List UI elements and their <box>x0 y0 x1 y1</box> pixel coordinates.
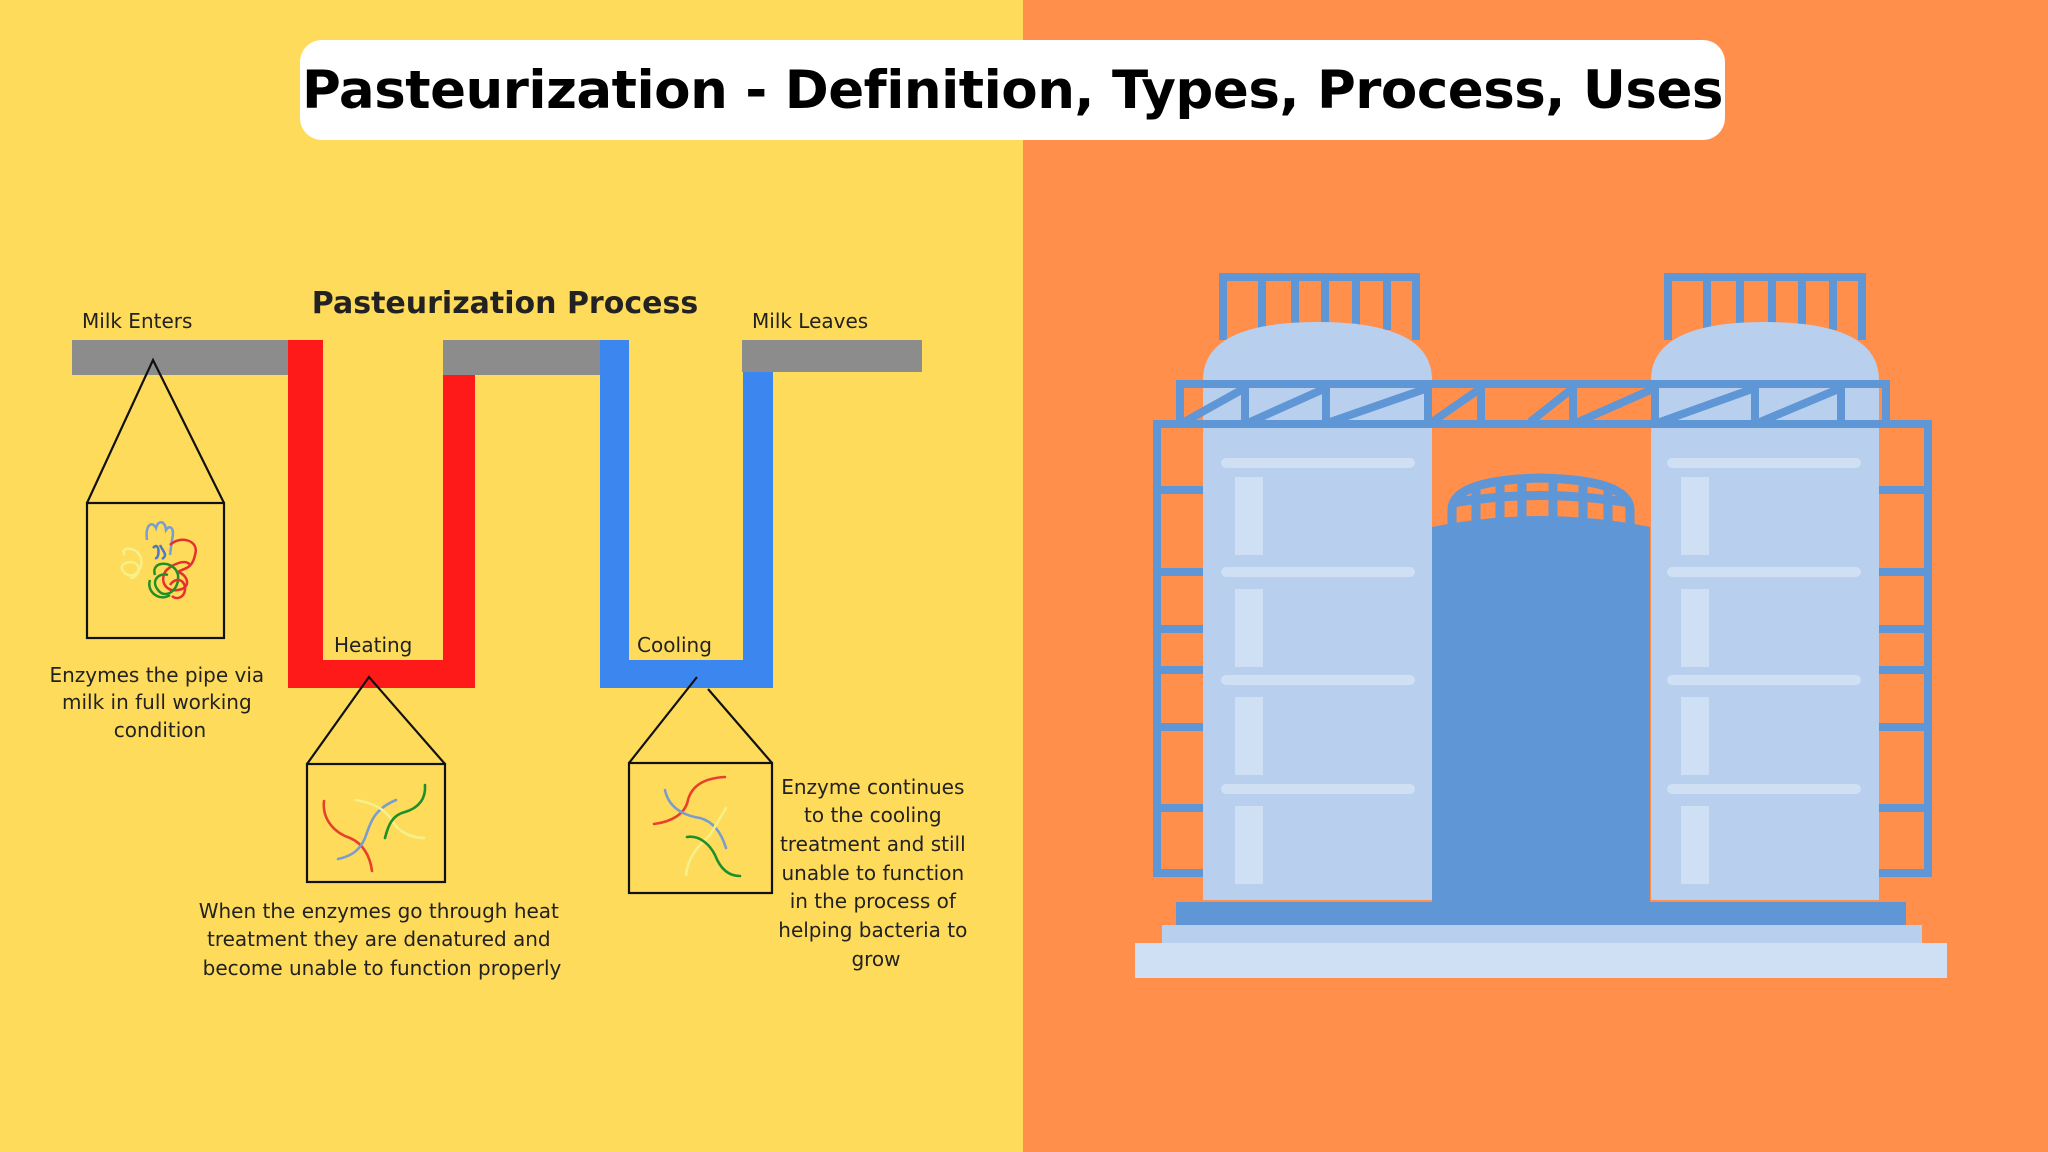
left-tank <box>1203 322 1432 900</box>
milk-enters-label: Milk Enters <box>82 309 192 333</box>
diagram-title: Pasteurization Process <box>312 286 698 321</box>
cooling-pipe <box>600 340 773 688</box>
center-tank <box>1432 473 1650 905</box>
page-title: Pasteurization - Definition, Types, Proc… <box>302 59 1723 121</box>
denatured-enzymes-icon <box>322 783 427 873</box>
cooling-caption: Enzyme continues to the cooling treatmen… <box>778 775 973 971</box>
right-top-railing <box>1664 273 1866 340</box>
inactive-enzymes-icon <box>652 775 742 878</box>
heating-caption: When the enzymes go through heat treatme… <box>199 899 566 980</box>
middle-pipe <box>443 340 603 375</box>
milk-leaves-label: Milk Leaves <box>752 309 868 333</box>
enters-callout <box>85 357 226 640</box>
inlet-pipe <box>72 340 290 375</box>
right-ladder <box>1879 420 1932 877</box>
heating-callout <box>305 675 447 884</box>
left-top-railing <box>1219 273 1420 340</box>
title-banner: Pasteurization - Definition, Types, Proc… <box>300 40 1725 140</box>
folded-enzymes-icon <box>120 521 198 600</box>
left-panel-background <box>0 0 1023 1152</box>
left-ladder <box>1153 420 1203 877</box>
heating-pipe <box>288 340 475 688</box>
right-tank <box>1651 322 1879 900</box>
outlet-pipe <box>742 340 922 372</box>
cooling-label: Cooling <box>637 633 712 657</box>
truss-catwalk <box>1176 380 1890 428</box>
tank-base <box>1135 902 1947 978</box>
enters-caption: Enzymes the pipe via milk in full workin… <box>49 663 270 742</box>
storage-tanks-illustration <box>1135 273 1947 978</box>
process-diagram: Pasteurization Process Milk Enters Milk … <box>49 286 973 980</box>
cooling-callout <box>627 676 774 895</box>
heating-label: Heating <box>334 633 412 657</box>
